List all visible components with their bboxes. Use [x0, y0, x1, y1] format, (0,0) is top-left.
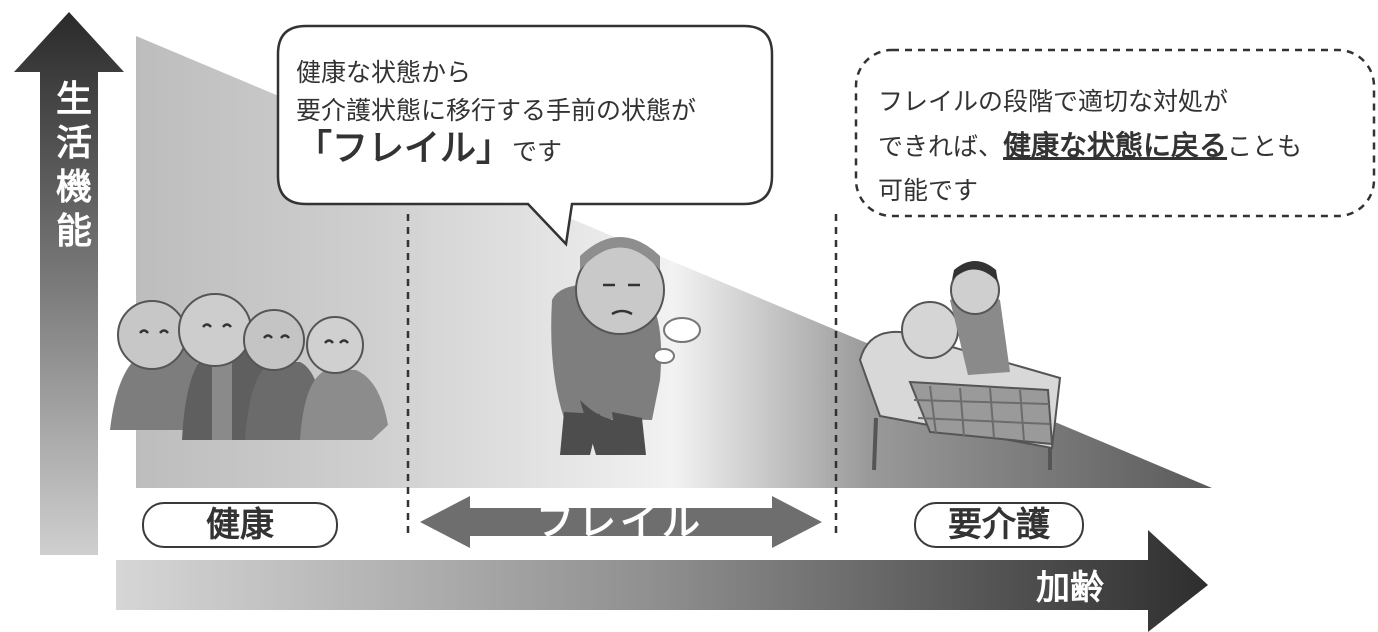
stage-care-label: 要介護 — [914, 502, 1084, 548]
frail-definition-line2: 要介護状態に移行する手前の状態が — [296, 96, 697, 125]
recovery-line3: 可能です — [878, 176, 979, 205]
caregiver-bedridden-icon — [858, 261, 1062, 471]
recovery-callout-box — [854, 48, 1376, 218]
vertical-axis-arrow — [14, 12, 124, 555]
vertical-axis-label: 生活機能 — [55, 79, 92, 252]
stage-frail-label: フレイル — [535, 500, 704, 544]
horizontal-axis-label: 加齢 — [1036, 568, 1104, 608]
elderly-group-icon — [110, 293, 388, 440]
frail-double-arrow — [420, 496, 822, 548]
horizontal-axis-arrow — [116, 530, 1208, 632]
tired-elderly-man-icon — [551, 237, 701, 455]
recovery-emphasis: 健康な状態に戻る — [1003, 129, 1228, 162]
frail-definition-line1: 健康な状態から — [296, 58, 472, 87]
recovery-line2-prefix: できれば、 — [878, 132, 1004, 161]
frail-highlight: 「フレイル」 — [296, 128, 513, 169]
stage-healthy-label: 健康 — [142, 502, 338, 548]
recovery-line1: フレイルの段階で適切な対処が — [878, 87, 1229, 116]
frail-definition-text: 健康な状態から 要介護状態に移行する手前の状態が 「フレイル」です — [296, 54, 766, 171]
recovery-line2-suffix: ことも — [1227, 132, 1303, 161]
frail-definition-suffix: です — [512, 137, 563, 166]
frail-speech-bubble — [276, 24, 774, 247]
recovery-text: フレイルの段階で適切な対処が できれば、健康な状態に戻ることも 可能です — [878, 80, 1368, 213]
